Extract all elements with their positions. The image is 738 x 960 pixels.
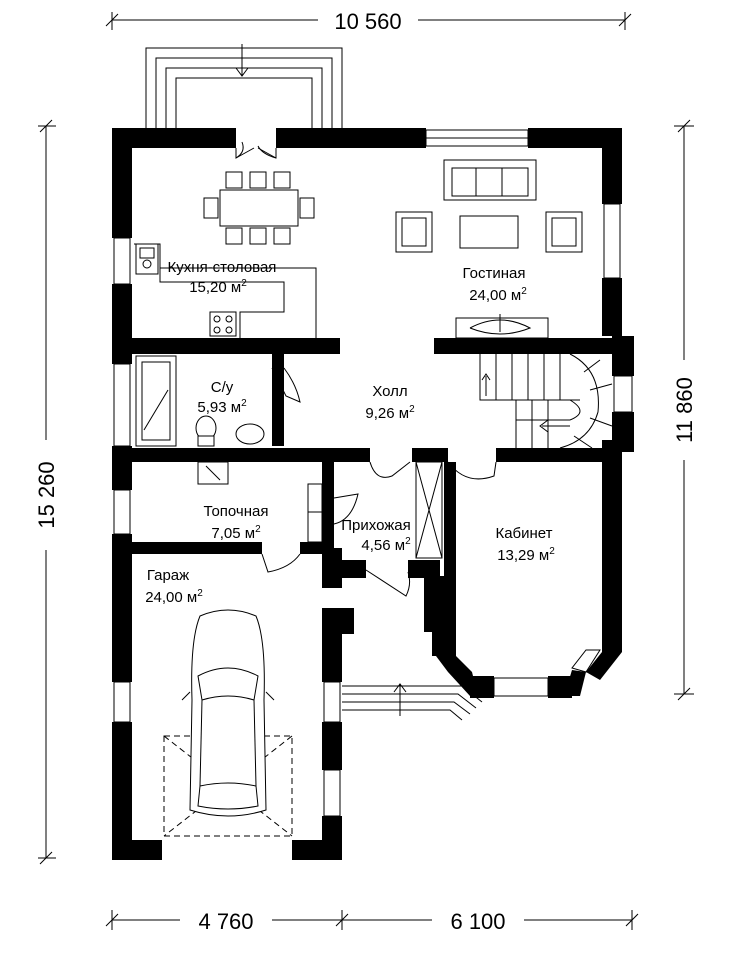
dimension-bottom: 4 760 6 100: [105, 908, 639, 934]
bathroom-name: С/у: [211, 379, 234, 396]
car: [163, 609, 293, 837]
bathroom-fixtures: [135, 342, 265, 447]
garage-area: 24,00 м2: [145, 588, 203, 606]
dim-bottom-right: 6 100: [450, 909, 505, 934]
dim-left-height: 15 260: [34, 461, 59, 528]
label-garage: Гараж 24,00 м2: [145, 567, 203, 606]
dim-bottom-left: 4 760: [198, 909, 253, 934]
label-kitchen: Кухня-столовая 15,20 м2: [168, 259, 277, 296]
study-name: Кабинет: [495, 525, 552, 542]
dimension-top: 10 560: [105, 8, 632, 34]
dim-top-width: 10 560: [334, 9, 401, 34]
porch-bottom: [342, 683, 483, 721]
boiler-equipment: [197, 461, 229, 485]
kitchen-area: 15,20 м2: [189, 278, 247, 296]
garage-name: Гараж: [147, 567, 189, 584]
entry-name: Прихожая: [341, 517, 411, 534]
living-area: 24,00 м2: [469, 286, 527, 304]
dim-right-height: 11 860: [672, 377, 697, 443]
label-study: Кабинет 13,29 м2: [495, 525, 555, 564]
interior-walls: [132, 338, 612, 576]
label-hall: Холл 9,26 м2: [365, 383, 415, 422]
label-entry: Прихожая 4,56 м2: [341, 517, 411, 554]
dimension-left: 15 260: [32, 119, 60, 865]
boiler-name: Топочная: [203, 503, 268, 520]
label-bathroom: С/у 5,93 м2: [197, 379, 247, 416]
porch-top: [145, 44, 343, 130]
dimension-right: 11 860: [670, 119, 698, 701]
living-furniture: [395, 159, 583, 339]
living-name: Гостиная: [463, 265, 526, 282]
hall-area: 9,26 м2: [365, 404, 415, 422]
dining-table: [203, 171, 315, 245]
label-living: Гостиная 24,00 м2: [463, 265, 528, 304]
doors: [235, 141, 497, 597]
study-area: 13,29 м2: [497, 546, 555, 564]
label-boiler: Топочная 7,05 м2: [203, 503, 268, 542]
boiler-area: 7,05 м2: [211, 524, 261, 542]
staircase: [479, 353, 613, 449]
entry-wardrobe: [415, 461, 443, 559]
hall-name: Холл: [372, 383, 407, 400]
bathroom-area: 5,93 м2: [197, 398, 247, 416]
entry-area: 4,56 м2: [361, 536, 411, 554]
exterior-walls: [112, 128, 634, 860]
kitchen-counter: [134, 243, 317, 338]
kitchen-name: Кухня-столовая: [168, 259, 277, 276]
